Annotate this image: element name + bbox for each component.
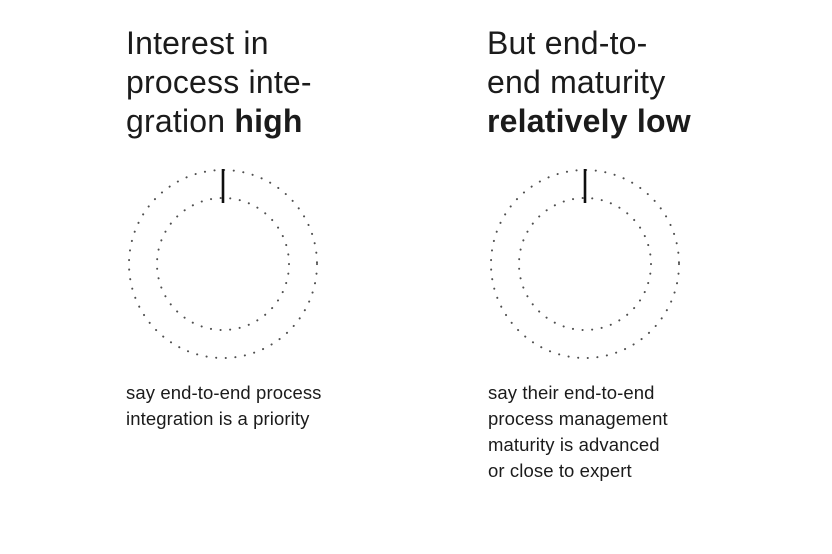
heading-bold-text: relatively low — [487, 103, 691, 139]
gauge-outer-ring — [128, 169, 318, 359]
heading-regular-text: But end-to- end maturity — [487, 25, 666, 100]
heading-bold-text: high — [234, 103, 303, 139]
gauge-outer-ring — [490, 169, 680, 359]
heading-regular-text: Interest in process inte- gration — [126, 25, 312, 139]
gauge-inner-ring — [518, 197, 652, 331]
donut-gauge-interest — [128, 169, 318, 359]
panel-caption-maturity: say their end-to-end process management … — [488, 382, 668, 481]
donut-gauge-maturity — [490, 169, 680, 359]
panel-heading-maturity: But end-to- end maturity relatively low — [487, 24, 691, 141]
gauge-inner-ring — [156, 197, 290, 331]
panel-heading-interest: Interest in process inte- gration high — [126, 24, 312, 141]
panel-caption-interest: say end-to-end process integration is a … — [126, 382, 322, 429]
